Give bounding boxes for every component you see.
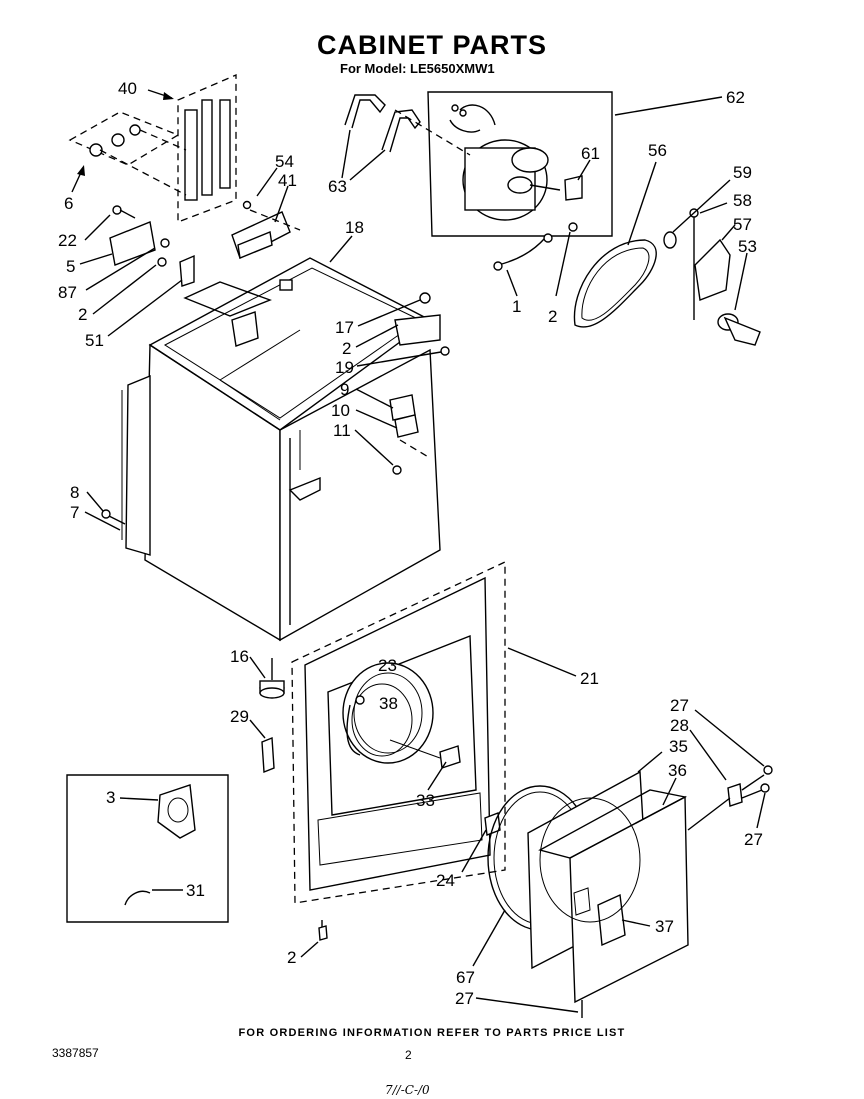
callout-59: 59: [733, 163, 752, 182]
callout-6: 6: [64, 194, 73, 213]
inset-box: [66, 774, 229, 923]
callout-2-motor: 2: [548, 307, 557, 326]
callout-38: 38: [379, 694, 398, 713]
callout-2-cabinet: 2: [342, 339, 351, 358]
callout-56: 56: [648, 141, 667, 160]
callout-63: 63: [328, 177, 347, 196]
callout-9: 9: [340, 380, 349, 399]
callout-31: 31: [186, 881, 205, 900]
door-assembly: [487, 765, 773, 1018]
callout-37: 37: [655, 917, 674, 936]
callout-labels: 40 6 22 5 87 2 51 54 41 18 63 62 61 56 5…: [58, 79, 763, 1008]
callout-27-bottom: 27: [455, 989, 474, 1008]
callout-22: 22: [58, 231, 77, 250]
callout-54: 54: [275, 152, 294, 171]
callout-35: 35: [669, 737, 688, 756]
side-screws: [101, 509, 126, 525]
callout-21: 21: [580, 669, 599, 688]
callout-51: 51: [85, 331, 104, 350]
bracket-5: [109, 205, 195, 287]
callout-53: 53: [738, 237, 757, 256]
callout-1: 1: [512, 297, 521, 316]
ordering-note: FOR ORDERING INFORMATION REFER TO PARTS …: [238, 1027, 626, 1039]
bracket-54: [231, 200, 301, 259]
callout-10: 10: [331, 401, 350, 420]
callout-29: 29: [230, 707, 249, 726]
callout-33: 33: [416, 791, 435, 810]
callout-17: 17: [335, 318, 354, 337]
callout-36: 36: [668, 761, 687, 780]
clip-29: [261, 736, 275, 774]
leader-lines: [71, 89, 766, 1013]
callout-18: 18: [345, 218, 364, 237]
callout-8: 8: [70, 483, 79, 502]
callout-16: 16: [230, 647, 249, 666]
callout-19: 19: [335, 358, 354, 377]
callout-23: 23: [378, 656, 397, 675]
leveling-leg: [259, 658, 285, 699]
drive-belt: [573, 239, 657, 328]
callout-87: 87: [58, 283, 77, 302]
callout-24: 24: [436, 871, 455, 890]
callout-28: 28: [670, 716, 689, 735]
callout-58: 58: [733, 191, 752, 210]
callout-3: 3: [106, 788, 115, 807]
page-number: 2: [405, 1048, 412, 1062]
ground-wire: [493, 222, 578, 271]
front-panel: [291, 560, 506, 904]
motor-assembly: [427, 91, 613, 237]
callout-5: 5: [66, 257, 75, 276]
callout-2-bottom: 2: [287, 948, 296, 967]
cabinet-hardware: [389, 292, 450, 475]
callout-41: 41: [278, 171, 297, 190]
callout-57: 57: [733, 215, 752, 234]
callout-7: 7: [70, 503, 79, 522]
callout-67: 67: [456, 968, 475, 987]
handwritten-note: 7//-C-/0: [385, 1083, 430, 1097]
model-subtitle: For Model: LE5650XMW1: [340, 61, 495, 76]
page-title: CABINET PARTS: [316, 30, 547, 60]
callout-40: 40: [118, 79, 137, 98]
control-bracket-group: [68, 74, 237, 223]
callout-61: 61: [581, 144, 600, 163]
callout-62: 62: [726, 88, 745, 107]
brackets-63: [344, 94, 471, 156]
callout-2: 2: [78, 305, 87, 324]
callout-11: 11: [333, 421, 351, 440]
callout-27-top: 27: [670, 696, 689, 715]
bottom-screw: [318, 920, 328, 941]
callout-27-right: 27: [744, 830, 763, 849]
cabinet-body: [121, 257, 441, 642]
idler-assembly: [663, 208, 761, 346]
document-number: 3387857: [52, 1046, 99, 1060]
